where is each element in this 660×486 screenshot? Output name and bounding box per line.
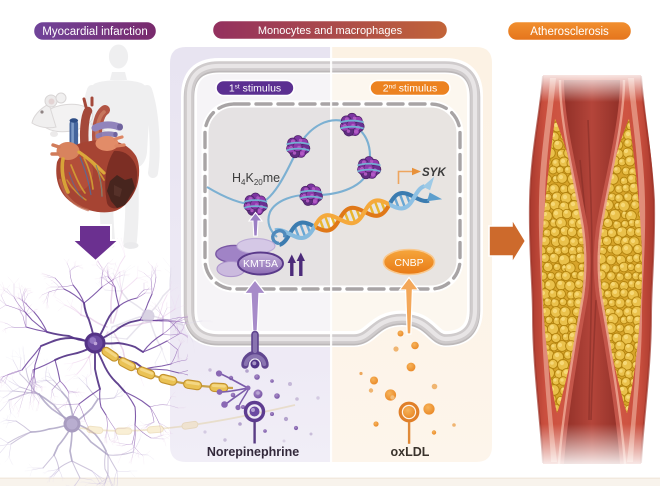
- svg-text:CNBP: CNBP: [394, 257, 423, 269]
- svg-text:Myocardial infarction: Myocardial infarction: [42, 26, 147, 38]
- svg-text:KMT5A: KMT5A: [243, 258, 278, 270]
- svg-text:oxLDL: oxLDL: [391, 445, 430, 459]
- svg-text:Monocytes and macrophages: Monocytes and macrophages: [258, 25, 403, 37]
- svg-text:SYK: SYK: [422, 167, 446, 179]
- svg-text:Norepinephrine: Norepinephrine: [207, 445, 299, 459]
- svg-text:Atherosclerosis: Atherosclerosis: [530, 26, 609, 38]
- svg-text:2nd stimulus: 2nd stimulus: [383, 83, 438, 95]
- svg-text:1st stimulus: 1st stimulus: [229, 83, 281, 95]
